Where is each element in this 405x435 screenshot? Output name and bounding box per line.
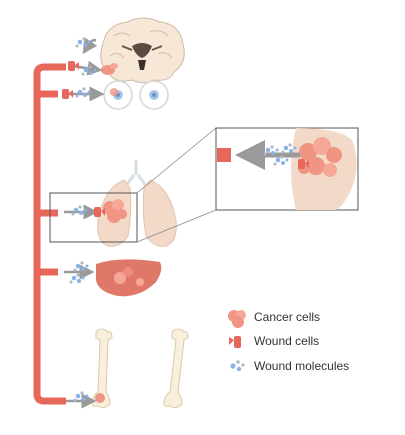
brain-signal [68, 37, 103, 76]
legend-cancer-cells: Cancer cells [226, 307, 396, 329]
legend-label: Wound molecules [254, 359, 350, 373]
inset-wound-origin [217, 148, 231, 162]
bones-signal [66, 391, 97, 409]
wound-cell-icon [229, 336, 241, 348]
cancer-cells-icon [228, 310, 246, 328]
zoom-inset [215, 127, 359, 211]
liver-illustration [96, 259, 162, 297]
wound-trunk [33, 63, 66, 405]
legend-wound-cells: Wound cells [226, 331, 396, 353]
eyes-illustration [103, 80, 169, 110]
liver-signal [64, 261, 95, 284]
bones-illustration [91, 328, 189, 409]
lungs-signal [64, 204, 105, 220]
legend-label: Cancer cells [254, 310, 321, 324]
lung-zoom-box [49, 192, 138, 243]
brain-illustration [100, 17, 185, 84]
wound-molecules-icon [230, 360, 245, 372]
legend-wound-molecules: Wound molecules [226, 356, 396, 378]
eyes-signal [62, 86, 105, 102]
zoom-connector [136, 127, 217, 243]
legend-label: Wound cells [254, 334, 320, 348]
lung-tumour [103, 199, 127, 223]
